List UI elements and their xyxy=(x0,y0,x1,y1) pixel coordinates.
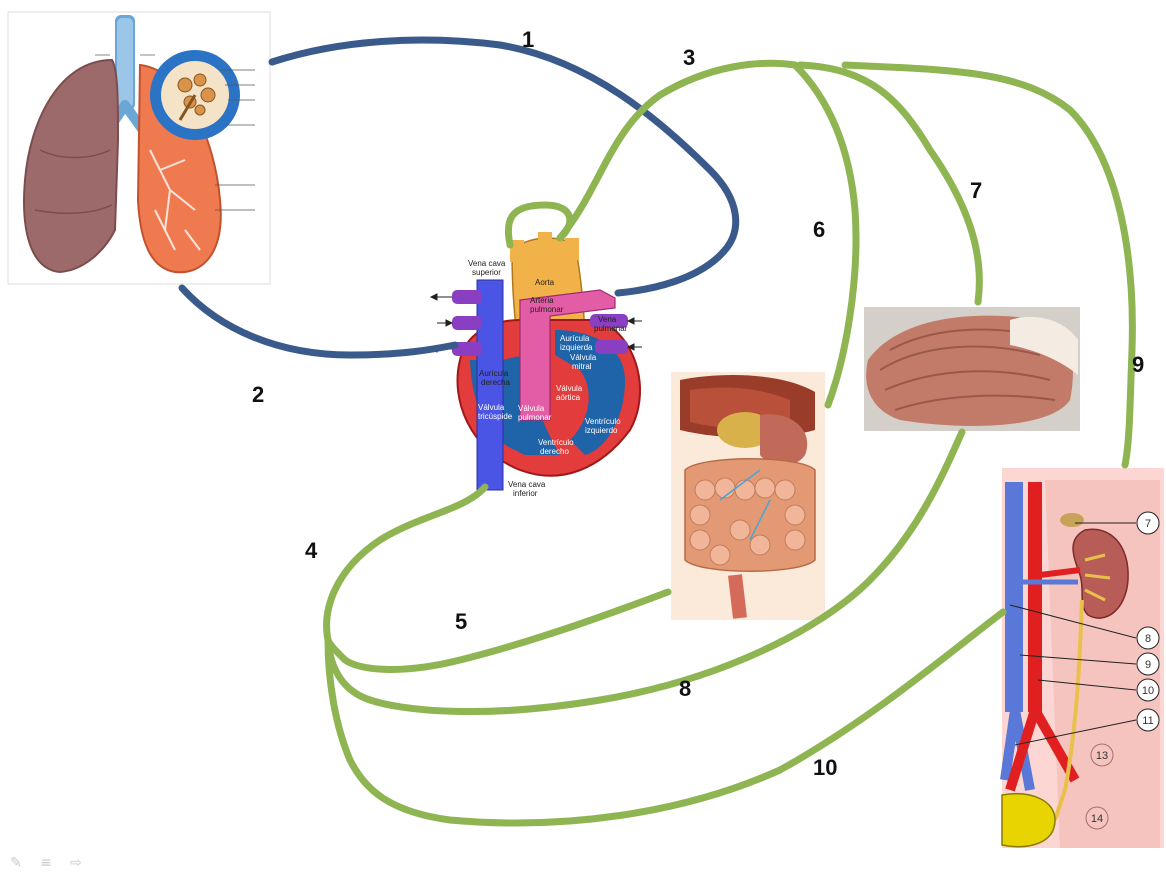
heart-label-vena-cava-superior: Vena cava xyxy=(468,259,506,268)
route-number-2: 2 xyxy=(252,382,264,407)
heart-label-valvula-mitral-2: mitral xyxy=(572,362,592,371)
route-10-line xyxy=(328,612,1003,823)
kidney-urinary-illustration: 7 8 9 10 11 13 14 xyxy=(1002,468,1164,848)
heart-label-vena-cava-superior-2: superior xyxy=(472,268,501,277)
heart-label-valvula-tricuspide: Válvula xyxy=(478,403,505,412)
digestive-organs-illustration xyxy=(671,372,825,620)
heart-label-valvula-aortica-2: aórtica xyxy=(556,393,581,402)
kidney-label-13: 13 xyxy=(1096,750,1108,762)
heart-label-valvula-tricuspide-2: tricúspide xyxy=(478,412,513,421)
route-2-line xyxy=(182,288,455,355)
kidney-label-11: 11 xyxy=(1142,715,1153,727)
route-3-line xyxy=(560,63,795,238)
kidney-label-7: 7 xyxy=(1145,518,1151,530)
heart-label-ventriculo-derecho-2: derecho xyxy=(540,447,569,456)
heart-label-vena-cava-inferior-2: inferior xyxy=(513,489,538,498)
heart-label-aorta: Aorta xyxy=(535,278,555,287)
route-1-line xyxy=(272,40,736,293)
heart-label-valvula-pulmonar-2: pulmonar xyxy=(518,413,552,422)
next-arrow-icon[interactable]: ⇨ xyxy=(66,855,86,871)
heart-label-auricula-izquierda-2: izquierda xyxy=(560,343,593,352)
kidney-label-10: 10 xyxy=(1142,685,1154,697)
route-number-7: 7 xyxy=(970,178,982,203)
route-number-9: 9 xyxy=(1132,352,1144,377)
heart-label-arteria-pulmonar: Arteria xyxy=(530,296,554,305)
heart-label-ventriculo-izquierdo: Ventrículo xyxy=(585,417,621,426)
lungs-illustration xyxy=(8,12,270,284)
heart-label-arteria-pulmonar-2: pulmonar xyxy=(530,305,564,314)
route-number-8: 8 xyxy=(679,676,691,701)
heart-label-auricula-derecha: Aurícula xyxy=(479,369,509,378)
route-number-1: 1 xyxy=(522,27,534,52)
route-number-4: 4 xyxy=(305,538,318,563)
route-6-line xyxy=(795,65,856,405)
slide-toolbar: ✎ ≡ ⇨ xyxy=(6,855,86,871)
heart-label-auricula-derecha-2: derecha xyxy=(481,378,510,387)
menu-icon[interactable]: ≡ xyxy=(36,855,56,871)
heart-label-ventriculo-derecho: Ventrículo xyxy=(538,438,574,447)
route-7-line xyxy=(800,65,979,302)
kidney-label-8: 8 xyxy=(1145,633,1151,645)
heart-label-valvula-aortica: Válvula xyxy=(556,384,583,393)
route-number-10: 10 xyxy=(813,755,837,780)
heart-label-valvula-mitral: Válvula xyxy=(570,353,597,362)
heart-label-vena-pulmonar-2: pulmonar xyxy=(594,324,628,333)
pen-icon[interactable]: ✎ xyxy=(6,855,26,871)
kidney-label-14: 14 xyxy=(1091,813,1103,825)
route-number-5: 5 xyxy=(455,609,467,634)
heart-label-auricula-izquierda: Aurícula xyxy=(560,334,590,343)
heart-label-ventriculo-izquierdo-2: izquierdo xyxy=(585,426,618,435)
heart-label-vena-cava-inferior: Vena cava xyxy=(508,480,546,489)
kidney-label-9: 9 xyxy=(1145,659,1151,671)
muscle-illustration xyxy=(864,307,1080,431)
route-number-6: 6 xyxy=(813,217,825,242)
route-5-line xyxy=(328,592,668,669)
heart-illustration: Vena cava superior Aorta Arteria pulmona… xyxy=(431,232,642,498)
heart-label-vena-pulmonar: Vena xyxy=(598,315,617,324)
heart-label-valvula-pulmonar: Válvula xyxy=(518,404,545,413)
route-number-3: 3 xyxy=(683,45,695,70)
